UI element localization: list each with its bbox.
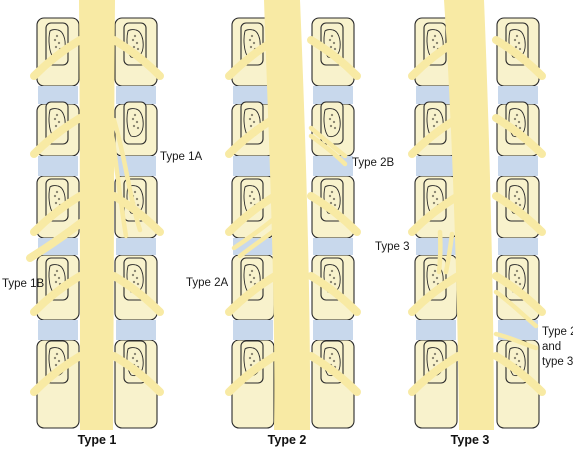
intervertebral-discs	[233, 86, 353, 340]
caption-type-1: Type 1	[78, 433, 117, 447]
label-type-1a: Type 1A	[160, 151, 203, 163]
panel-type-2	[225, 0, 361, 430]
label-type-3: Type 3	[375, 241, 410, 253]
caption-type-3: Type 3	[451, 433, 490, 447]
label-type-2a: Type 2A	[186, 277, 229, 289]
nerve-roots	[225, 36, 361, 396]
spinal-cord-1	[79, 0, 115, 430]
spinal-cord-2	[264, 0, 311, 430]
label-type-2-and-3-line3: type 3	[542, 356, 573, 368]
panel-captions: Type 1 Type 2 Type 3	[78, 433, 490, 447]
spinal-cord-3	[444, 0, 494, 430]
label-type-2-and-3-line1: Type 2	[542, 326, 573, 338]
intervertebral-discs	[416, 86, 538, 340]
label-type-2b: Type 2B	[352, 157, 395, 169]
label-type-2-and-3-line2: and	[542, 341, 561, 353]
panel-type-3	[408, 0, 546, 430]
annotation-labels: Type 1A Type 1B Type 2B Type 2A Type 3 T…	[2, 151, 573, 368]
caption-type-2: Type 2	[268, 433, 307, 447]
panel-type-1	[26, 0, 164, 430]
nerve-roots	[408, 36, 546, 396]
label-type-1b: Type 1B	[2, 278, 45, 290]
